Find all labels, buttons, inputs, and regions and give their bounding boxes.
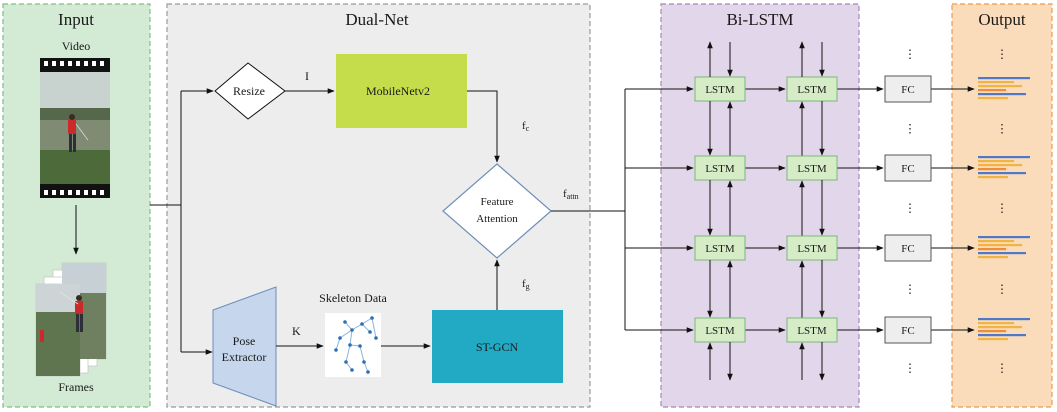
skeleton-data-label: Skeleton Data: [319, 291, 387, 305]
pose-extractor-label-2: Extractor: [222, 350, 267, 364]
ellipsis-dots: ⋮: [904, 282, 916, 296]
fc-label: FC: [901, 243, 914, 255]
lstm-cell-label: LSTM: [797, 243, 827, 255]
ellipsis-dots: ⋮: [904, 361, 916, 375]
pose-extractor-node: [212, 286, 277, 407]
output-panel-title: Output: [978, 10, 1026, 29]
lstm-cell-label: LSTM: [705, 163, 735, 175]
fc-label: FC: [901, 163, 914, 175]
lstm-cell-label: LSTM: [797, 163, 827, 175]
ellipsis-dots: ⋮: [996, 47, 1008, 61]
bilstm-panel-title: Bi-LSTM: [726, 10, 793, 29]
resize-label: Resize: [233, 84, 265, 98]
frames-label: Frames: [58, 380, 94, 394]
mobilenet-node: [336, 54, 467, 128]
lstm-cell-label: LSTM: [705, 325, 735, 337]
dualnet-panel-title: Dual-Net: [345, 10, 409, 29]
fc-node: [884, 316, 932, 344]
skeleton-icon: [325, 313, 381, 377]
lstm-cell: [694, 76, 746, 102]
feature-attention-label-2: Attention: [476, 213, 518, 225]
golfer-photo-icon: [40, 72, 110, 184]
input-panel-title: Input: [58, 10, 94, 29]
input-to-dualnet-connector: [150, 91, 182, 352]
lstm-cell-label: LSTM: [705, 243, 735, 255]
lstm-cell: [694, 235, 746, 261]
bar-output-icon: [978, 77, 1030, 100]
label-fc: fc: [522, 120, 530, 133]
lstm-cell: [694, 317, 746, 343]
film-strip-icon: [40, 58, 110, 198]
label-K: K: [292, 324, 301, 338]
bar-output-icon: [978, 318, 1030, 341]
bilstm-grid: LSTM LSTM FC ⋮ ⋮ LSTM LSTM FC ⋮ ⋮ LSTM LSTM FC ⋮ ⋮ LSTM…: [625, 41, 1030, 381]
mobilenet-label: MobileNetv2: [366, 84, 430, 98]
ellipsis-dots: ⋮: [996, 361, 1008, 375]
bar-output-icon: [978, 156, 1030, 179]
ellipsis-dots: ⋮: [904, 122, 916, 136]
lstm-cell-label: LSTM: [705, 84, 735, 96]
fc-label: FC: [901, 84, 914, 96]
resize-node: [214, 62, 286, 120]
label-fg: fg: [522, 278, 530, 291]
ellipsis-dots: ⋮: [996, 201, 1008, 215]
lstm-cell: [786, 317, 838, 343]
ellipsis-dots: ⋮: [904, 201, 916, 215]
frames-stack-icon: [35, 262, 107, 377]
lstm-cell-label: LSTM: [797, 84, 827, 96]
attention-to-bilstm-connector: [551, 89, 626, 330]
fc-label: FC: [901, 325, 914, 337]
stgcn-label: ST-GCN: [476, 340, 519, 354]
lstm-cell: [786, 76, 838, 102]
feature-attention-node: [442, 163, 552, 259]
pose-extractor-label-1: Pose: [233, 334, 256, 348]
lstm-cell: [786, 155, 838, 181]
lstm-cell-label: LSTM: [797, 325, 827, 337]
lstm-cell: [694, 155, 746, 181]
ellipsis-dots: ⋮: [904, 47, 916, 61]
label-I: I: [305, 69, 309, 83]
feature-attention-label-1: Feature: [481, 196, 514, 208]
fc-node: [884, 75, 932, 103]
lstm-cell: [786, 235, 838, 261]
ellipsis-dots: ⋮: [996, 282, 1008, 296]
label-fattn: fattn: [563, 188, 579, 201]
ellipsis-dots: ⋮: [996, 122, 1008, 136]
stgcn-node: [432, 310, 563, 383]
bilstm-panel: [660, 3, 860, 408]
bar-output-icon: [978, 236, 1030, 259]
video-label: Video: [62, 39, 91, 53]
fc-node: [884, 154, 932, 182]
mobilenet-to-attention-arrow: [467, 90, 500, 163]
fc-node: [884, 234, 932, 262]
